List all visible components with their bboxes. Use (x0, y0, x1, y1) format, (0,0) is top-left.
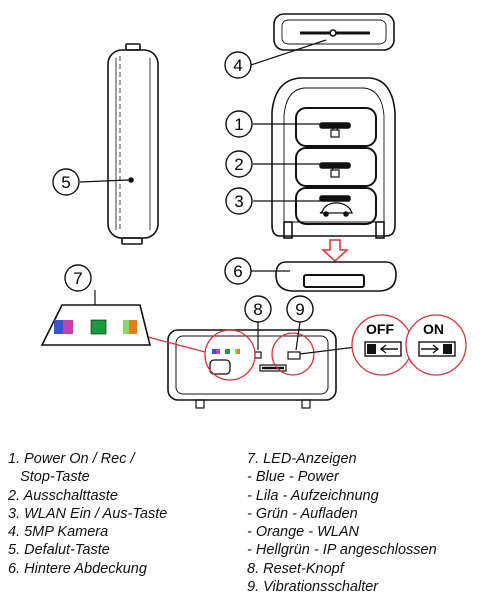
callout-6-circle (224, 257, 252, 285)
device-diagram: OFF ON 1 2 3 4 5 6 7 8 (40, 13, 467, 409)
callout-8-number: 8 (253, 300, 262, 319)
rear-cover (275, 261, 397, 292)
legend-right: 7. LED-Anzeigen - Blue - Power - Lila - … (247, 450, 437, 596)
callout-9-circle (286, 295, 314, 323)
default-button-dot (128, 177, 134, 183)
legend-left: 1. Power On / Rec / Stop-Taste 2. Aussch… (8, 450, 167, 578)
down-arrow-icon (321, 239, 349, 263)
led-mini-blue (212, 349, 216, 354)
callout-3-number: 3 (234, 192, 243, 211)
callout-5-number: 5 (61, 173, 70, 192)
led-mini-purple (216, 349, 220, 354)
legend-item: - Grün - Aufladen (247, 505, 358, 522)
callout-6-number: 6 (233, 262, 242, 281)
legend-item: 2. Ausschalttaste (8, 487, 118, 504)
legend-item: Stop-Taste (8, 469, 90, 486)
legend-item: - Blue - Power (247, 469, 339, 486)
switch-off-detail (351, 314, 413, 376)
legend-item: 5. Defalut-Taste (8, 542, 110, 559)
legend-item: 9. Vibrationsschalter (247, 579, 379, 596)
callout-2-circle (225, 150, 253, 178)
callout-7-number: 7 (73, 269, 82, 288)
camera-top-view (273, 13, 395, 51)
led-panel (40, 304, 152, 346)
lock-icon (330, 129, 340, 138)
callout-4-number: 4 (233, 56, 242, 75)
switch-highlight-circle (271, 332, 315, 376)
legend-item: 6. Hintere Abdeckung (8, 560, 147, 577)
switch-off-label: OFF (366, 321, 394, 337)
callout-8-circle (244, 295, 272, 323)
callout-9-number: 9 (295, 300, 304, 319)
legend-item: 7. LED-Anzeigen (247, 451, 357, 467)
legend-item: 3. WLAN Ein / Aus-Taste (8, 505, 168, 522)
callout-1-circle (225, 110, 253, 138)
unlock-icon (330, 169, 340, 178)
legend-item: - Lila - Aufzeichnung (247, 487, 379, 504)
legend-item: 1. Power On / Rec / (8, 451, 135, 467)
callout-7-circle (64, 264, 92, 292)
led-highlight-circle (204, 329, 256, 381)
legend-item: 4. 5MP Kamera (8, 524, 109, 541)
callout-2-number: 2 (234, 155, 243, 174)
front-view (271, 77, 396, 239)
led-mini-lightgreen (235, 349, 237, 354)
callout-4-circle (224, 51, 252, 79)
callout-5-circle (52, 168, 80, 196)
legend-item: 8. Reset-Knopf (247, 560, 344, 577)
side-view (107, 43, 159, 245)
leader-lines (79, 39, 327, 351)
callout-1-number: 1 (234, 115, 243, 134)
callout-3-circle (225, 187, 253, 215)
switch-on-label: ON (423, 321, 444, 337)
switch-on-detail (405, 314, 467, 376)
bottom-view (167, 329, 337, 409)
car-icon (319, 202, 354, 214)
led-mini-green (225, 349, 230, 354)
legend-item: - Hellgrün - IP angeschlossen (247, 542, 437, 559)
led-mini-orange (235, 349, 240, 354)
legend-item: - Orange - WLAN (247, 524, 359, 541)
